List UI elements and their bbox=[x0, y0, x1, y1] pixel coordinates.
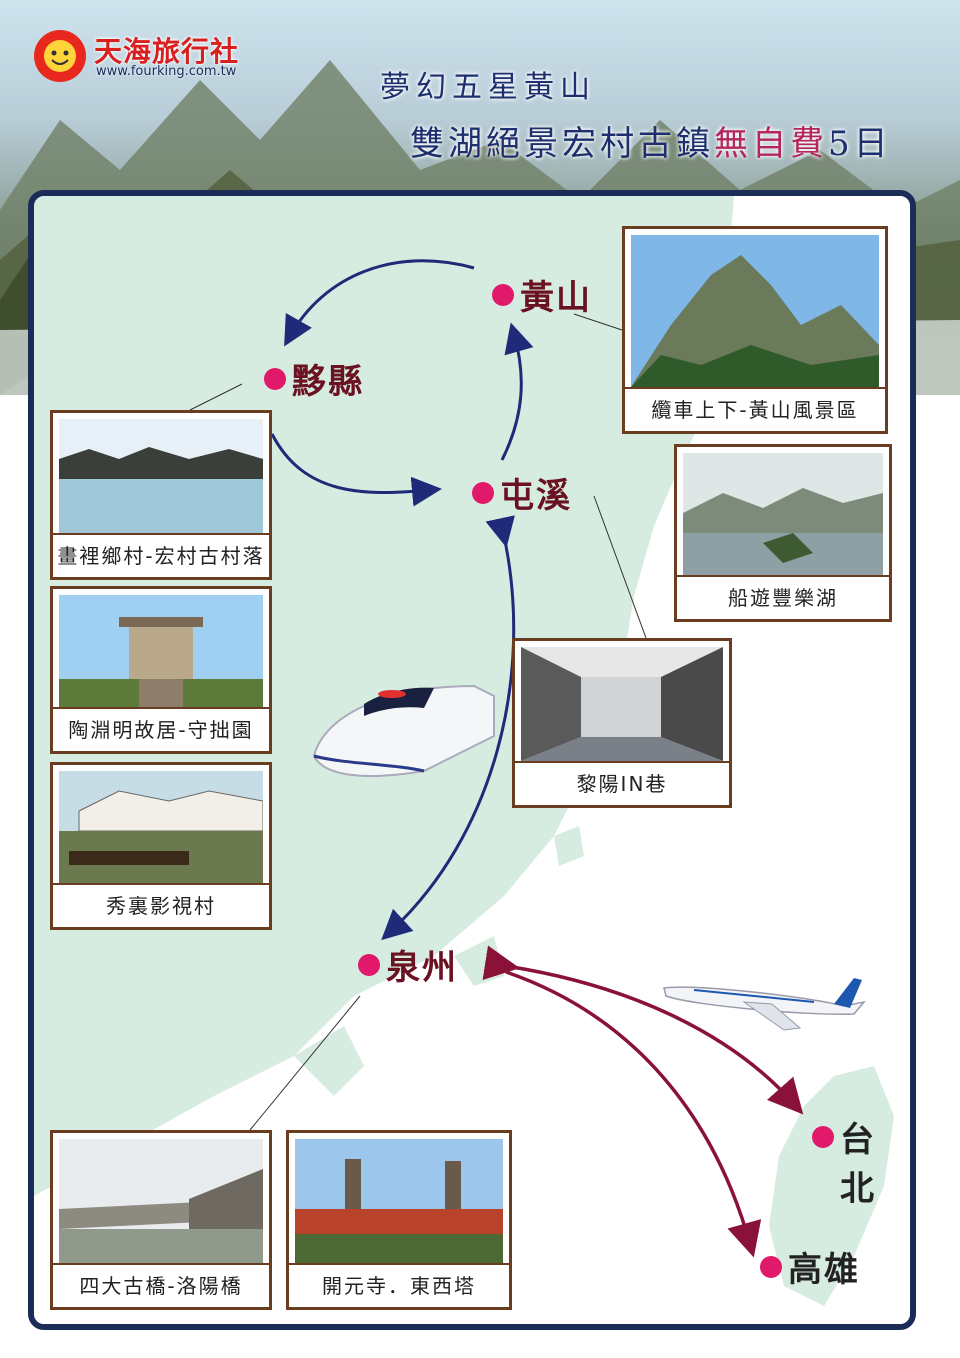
photo-card-fengle-lake[interactable]: 船遊豐樂湖 bbox=[674, 444, 892, 622]
photo-caption: 秀裏影視村 bbox=[53, 883, 269, 927]
photo-village bbox=[59, 419, 263, 533]
photo-residence-gate bbox=[59, 595, 263, 707]
photo-caption: 陶淵明故居-守拙園 bbox=[53, 707, 269, 751]
photo-caption: 開元寺．東西塔 bbox=[289, 1263, 509, 1307]
city-dot-kaohsiung bbox=[760, 1256, 782, 1278]
city-yixian[interactable]: 黟縣 bbox=[292, 362, 364, 402]
photo-mountain-peak bbox=[631, 235, 879, 387]
sun-logo-icon bbox=[34, 30, 86, 82]
page-title-line1: 夢幻五星黃山 bbox=[380, 70, 596, 105]
city-dot-taipei bbox=[812, 1126, 834, 1148]
photo-pagodas bbox=[295, 1139, 503, 1263]
photo-caption: 畫裡鄉村-宏村古村落 bbox=[53, 533, 269, 577]
photo-card-luoyang-bridge[interactable]: 四大古橋-洛陽橋 bbox=[50, 1130, 272, 1310]
photo-film-village bbox=[59, 771, 263, 883]
city-tunxi[interactable]: 屯溪 bbox=[500, 476, 572, 516]
photo-card-hongcun[interactable]: 畫裡鄉村-宏村古村落 bbox=[50, 410, 272, 580]
city-taipei[interactable]: 台北 bbox=[840, 1120, 876, 1209]
city-kaohsiung[interactable]: 高雄 bbox=[788, 1250, 860, 1290]
airplane-icon bbox=[663, 978, 866, 1031]
photo-caption: 四大古橋-洛陽橋 bbox=[53, 1263, 269, 1307]
title-tail: 5日 bbox=[828, 124, 892, 164]
brand-name: 天海旅行社 bbox=[94, 35, 240, 68]
brand-logo[interactable]: 天海旅行社 www.fourking.com.tw bbox=[32, 28, 252, 84]
city-huangshan[interactable]: 黃山 bbox=[520, 278, 592, 318]
photo-caption: 船遊豐樂湖 bbox=[677, 575, 889, 619]
photo-old-street bbox=[521, 647, 723, 761]
brand-url[interactable]: www.fourking.com.tw bbox=[96, 64, 237, 79]
photo-card-kaiyuan-temple[interactable]: 開元寺．東西塔 bbox=[286, 1130, 512, 1310]
city-quanzhou[interactable]: 泉州 bbox=[386, 948, 458, 988]
photo-stone-bridge bbox=[59, 1139, 263, 1263]
photo-caption: 纜車上下-黃山風景區 bbox=[625, 387, 885, 431]
photo-card-xiuli[interactable]: 秀裏影視村 bbox=[50, 762, 272, 930]
photo-card-liyang-lane[interactable]: 黎陽IN巷 bbox=[512, 638, 732, 808]
photo-caption: 黎陽IN巷 bbox=[515, 761, 729, 805]
city-dot-tunxi bbox=[472, 482, 494, 504]
title-main: 雙湖絕景宏村古鎮 bbox=[410, 124, 714, 164]
page-title-line2: 雙湖絕景宏村古鎮無自費5日 bbox=[410, 116, 892, 165]
photo-card-huangshan-cable[interactable]: 纜車上下-黃山風景區 bbox=[622, 226, 888, 434]
city-dot-yixian bbox=[264, 368, 286, 390]
photo-card-taoyuanming[interactable]: 陶淵明故居-守拙園 bbox=[50, 586, 272, 754]
route-map-panel: 黃山 黟縣 屯溪 泉州 台北 高雄 纜車上下-黃山風景區 船遊豐樂湖 bbox=[28, 190, 916, 1330]
city-dot-huangshan bbox=[492, 284, 514, 306]
photo-lake bbox=[683, 453, 883, 575]
title-highlight: 無自費 bbox=[714, 124, 828, 164]
train-icon bbox=[312, 684, 495, 777]
city-dot-quanzhou bbox=[358, 954, 380, 976]
